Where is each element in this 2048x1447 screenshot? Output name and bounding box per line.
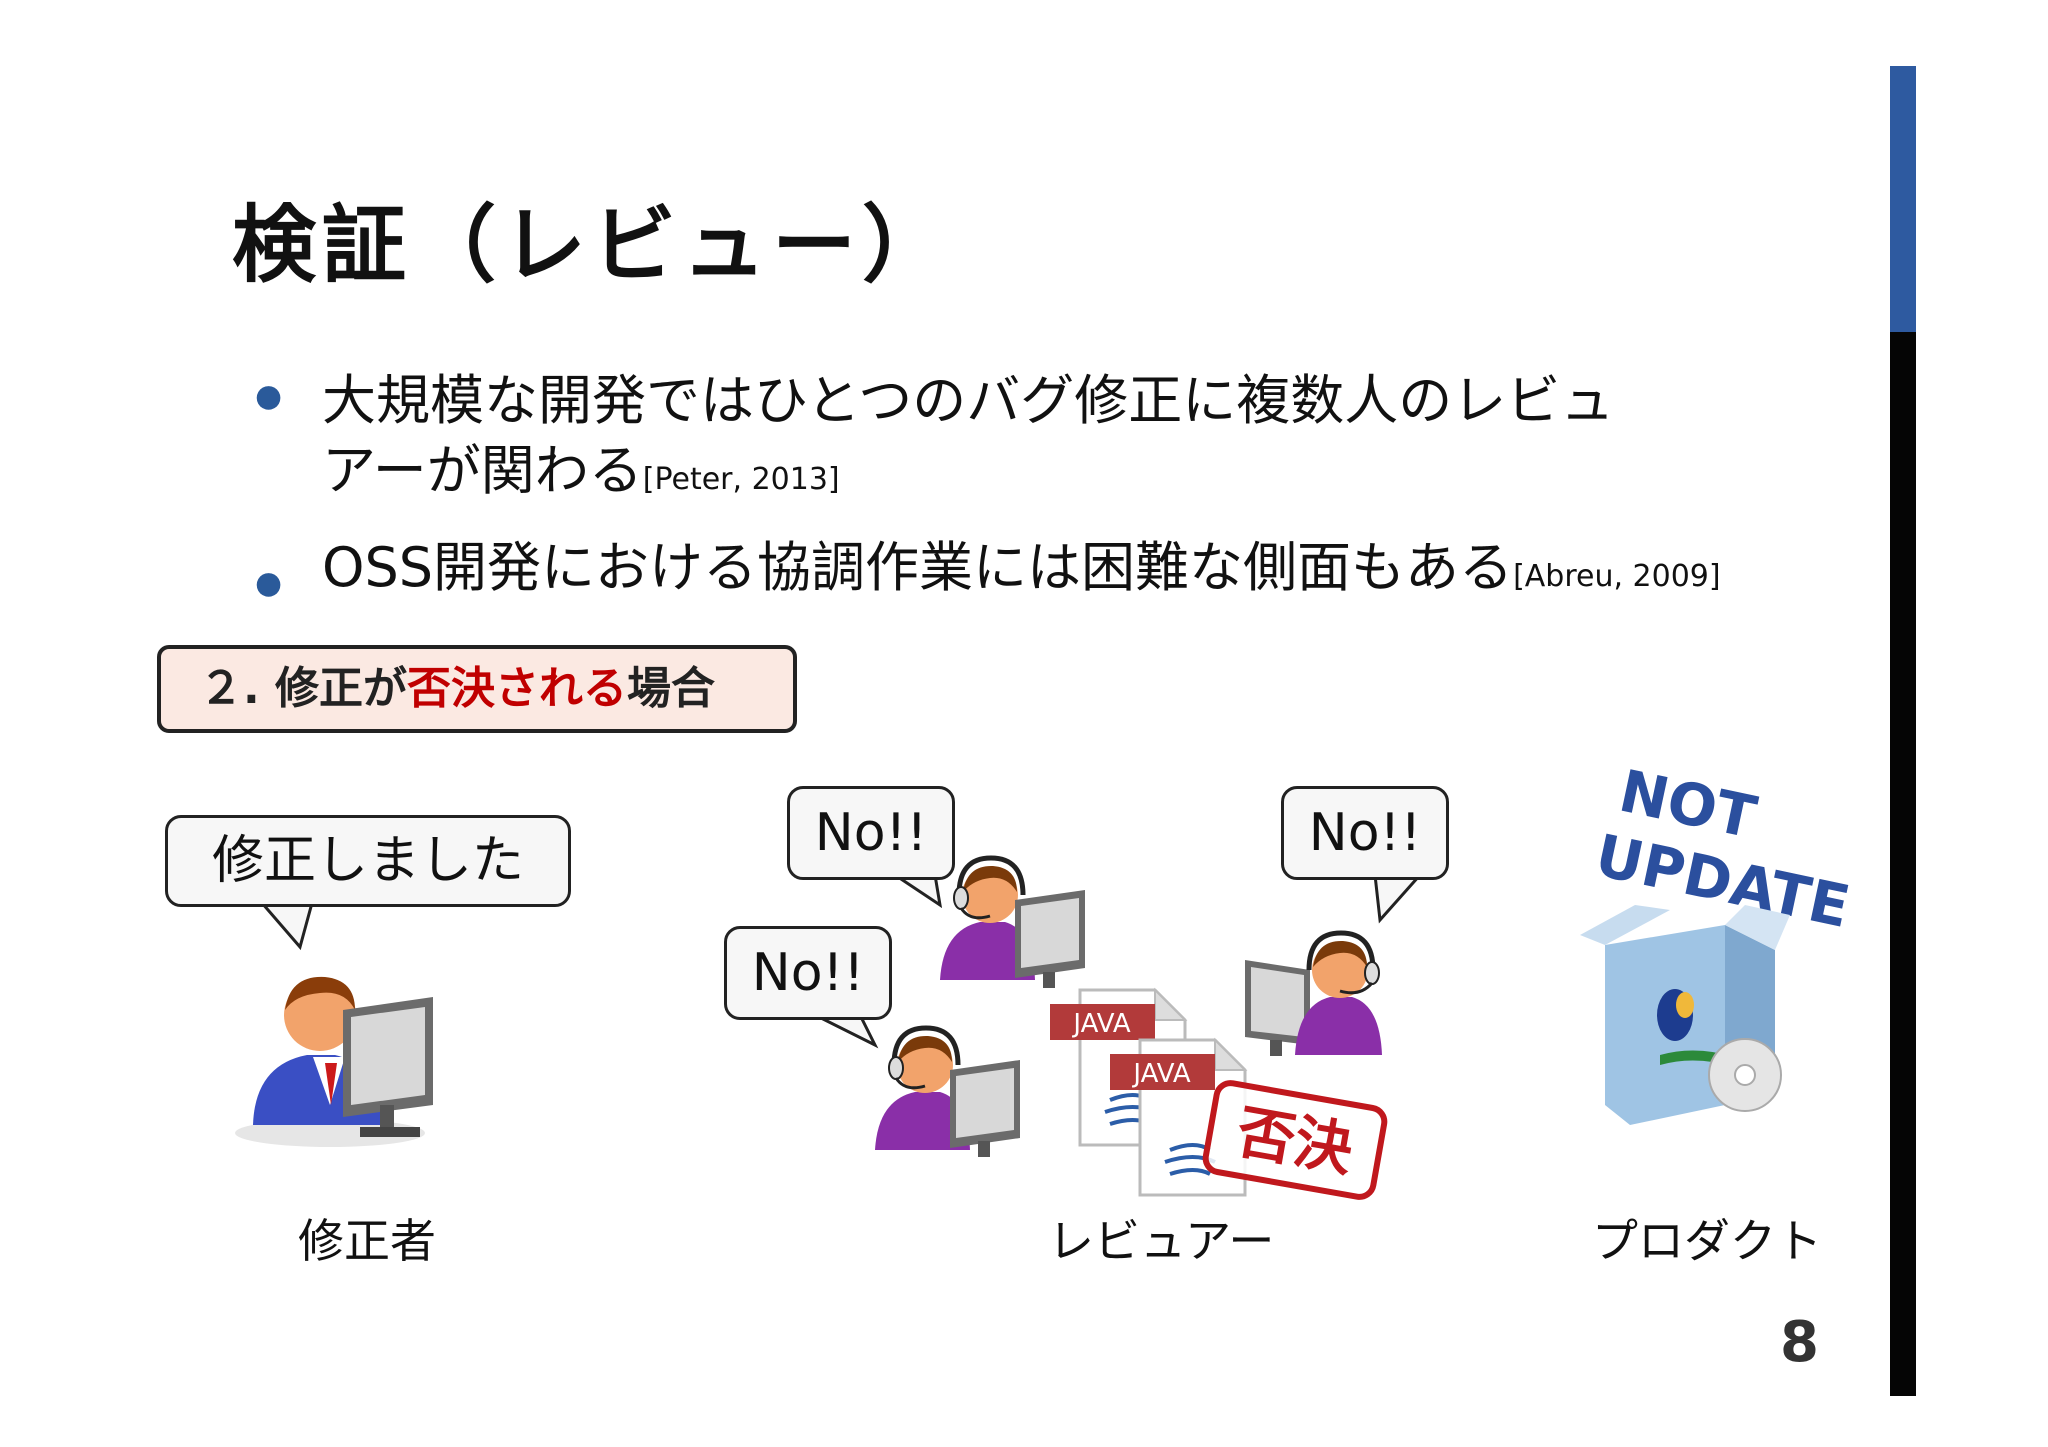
bullet-2-citation: [Abreu, 2009] (1513, 559, 1721, 594)
product-caption: プロダクト (1592, 1214, 1822, 1268)
reviewer-1-speech-text: No!! (814, 803, 928, 863)
reviewer-3-speech-bubble: No!! (724, 926, 892, 1020)
reviewer-1-speech-bubble: No!! (787, 786, 955, 880)
bullet-marker-2: ● (255, 565, 283, 601)
fixer-caption: 修正者 (298, 1214, 436, 1268)
case-label-prefix: ２. 修正が (199, 663, 408, 714)
sidebar-accent-bottom (1890, 332, 1916, 1396)
bullet-1-citation: [Peter, 2013] (642, 462, 840, 497)
page-number: 8 (1780, 1310, 1819, 1375)
reviewer-1-person-icon (940, 855, 1085, 988)
reviewer-2-speech-bubble: No!! (1281, 786, 1449, 880)
rejected-stamp: 否決 (1202, 1080, 1388, 1200)
reviewer-2-speech-text: No!! (1308, 803, 1422, 863)
slide-title: 検証（レビュー） (232, 196, 953, 294)
bullet-1-line2-text: アーが関わる (322, 439, 643, 502)
reviewer-3-person-icon (875, 1025, 1020, 1157)
case-label-box: ２. 修正が否決される場合 (157, 645, 797, 733)
bullet-marker-1: ● (255, 378, 283, 414)
java-file-2-label: JAVA (1131, 1059, 1190, 1089)
fixer-bubble-tail (258, 901, 314, 951)
fixer-speech-text: 修正しました (211, 831, 524, 891)
reviewer-3-speech-text: No!! (751, 943, 865, 1003)
reviewer-2-person-icon (1245, 930, 1382, 1056)
case-label-highlight: 否決される (407, 663, 628, 714)
fixer-person-icon (235, 976, 433, 1147)
bullet-1-line2: アーが関わる[Peter, 2013] (322, 438, 840, 513)
bullet-2-text: OSS開発における協調作業には困難な側面もある (322, 536, 1514, 599)
bullet-2: OSS開発における協調作業には困難な側面もある[Abreu, 2009] (322, 535, 1721, 610)
reviewer-2-bubble-tail (1373, 873, 1424, 924)
product-box-icon (1580, 905, 1790, 1125)
reviewers-caption: レビュアー (1048, 1214, 1275, 1268)
sidebar-accent-top (1890, 66, 1916, 332)
java-file-1-label: JAVA (1071, 1009, 1130, 1039)
case-label-suffix: 場合 (627, 663, 716, 714)
bullet-1-line1: 大規模な開発ではひとつのバグ修正に複数人のレビュ (322, 369, 1615, 432)
fixer-speech-bubble: 修正しました (165, 815, 571, 907)
